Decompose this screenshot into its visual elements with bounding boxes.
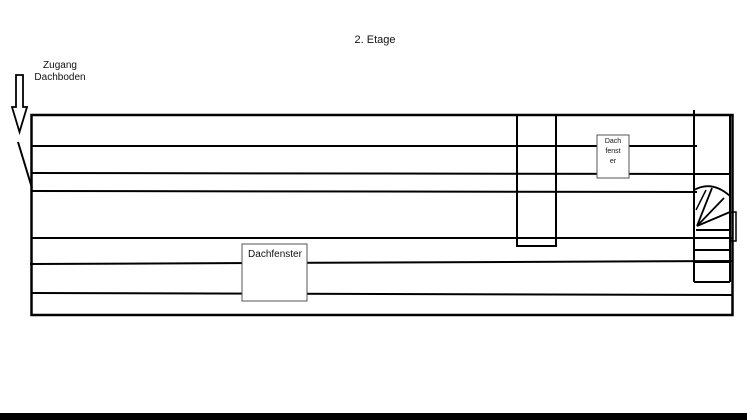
- attic-access-arrow: [10, 74, 33, 189]
- rafter-lines: [29, 145, 733, 296]
- winding-step: [695, 189, 707, 211]
- bottom-bar: [0, 413, 747, 420]
- roof-window-small-label: Dach fenst er: [597, 137, 629, 167]
- attic-access-label: Zugang Dachboden: [24, 60, 96, 84]
- roof-window-large-label: Dachfenster: [248, 249, 302, 260]
- roof-window-small: [596, 134, 630, 179]
- attic-access-label-line: Zugang: [43, 60, 77, 71]
- winding-step: [696, 211, 731, 227]
- rafter-line: [31, 190, 698, 193]
- handrail-post: [729, 211, 737, 242]
- roof-window-large: [241, 243, 308, 302]
- winding-step: [696, 187, 713, 227]
- rafter-line: [31, 172, 698, 175]
- rafter-line: [31, 292, 733, 296]
- winding-stairs: [693, 185, 731, 197]
- roof-window-small-label-line: fenst: [605, 148, 621, 155]
- winding-step: [696, 197, 725, 227]
- attic-access-label-line: Dachboden: [34, 72, 86, 83]
- roof-window-small-label-line: er: [609, 158, 617, 165]
- roof-window-small-label-line: Dach: [604, 138, 622, 145]
- chimney-shaft: [516, 114, 557, 247]
- rafter-line: [29, 260, 733, 265]
- outer-wall: [30, 113, 734, 317]
- staircase: [693, 110, 737, 283]
- floor-title: 2. Etage: [354, 34, 396, 46]
